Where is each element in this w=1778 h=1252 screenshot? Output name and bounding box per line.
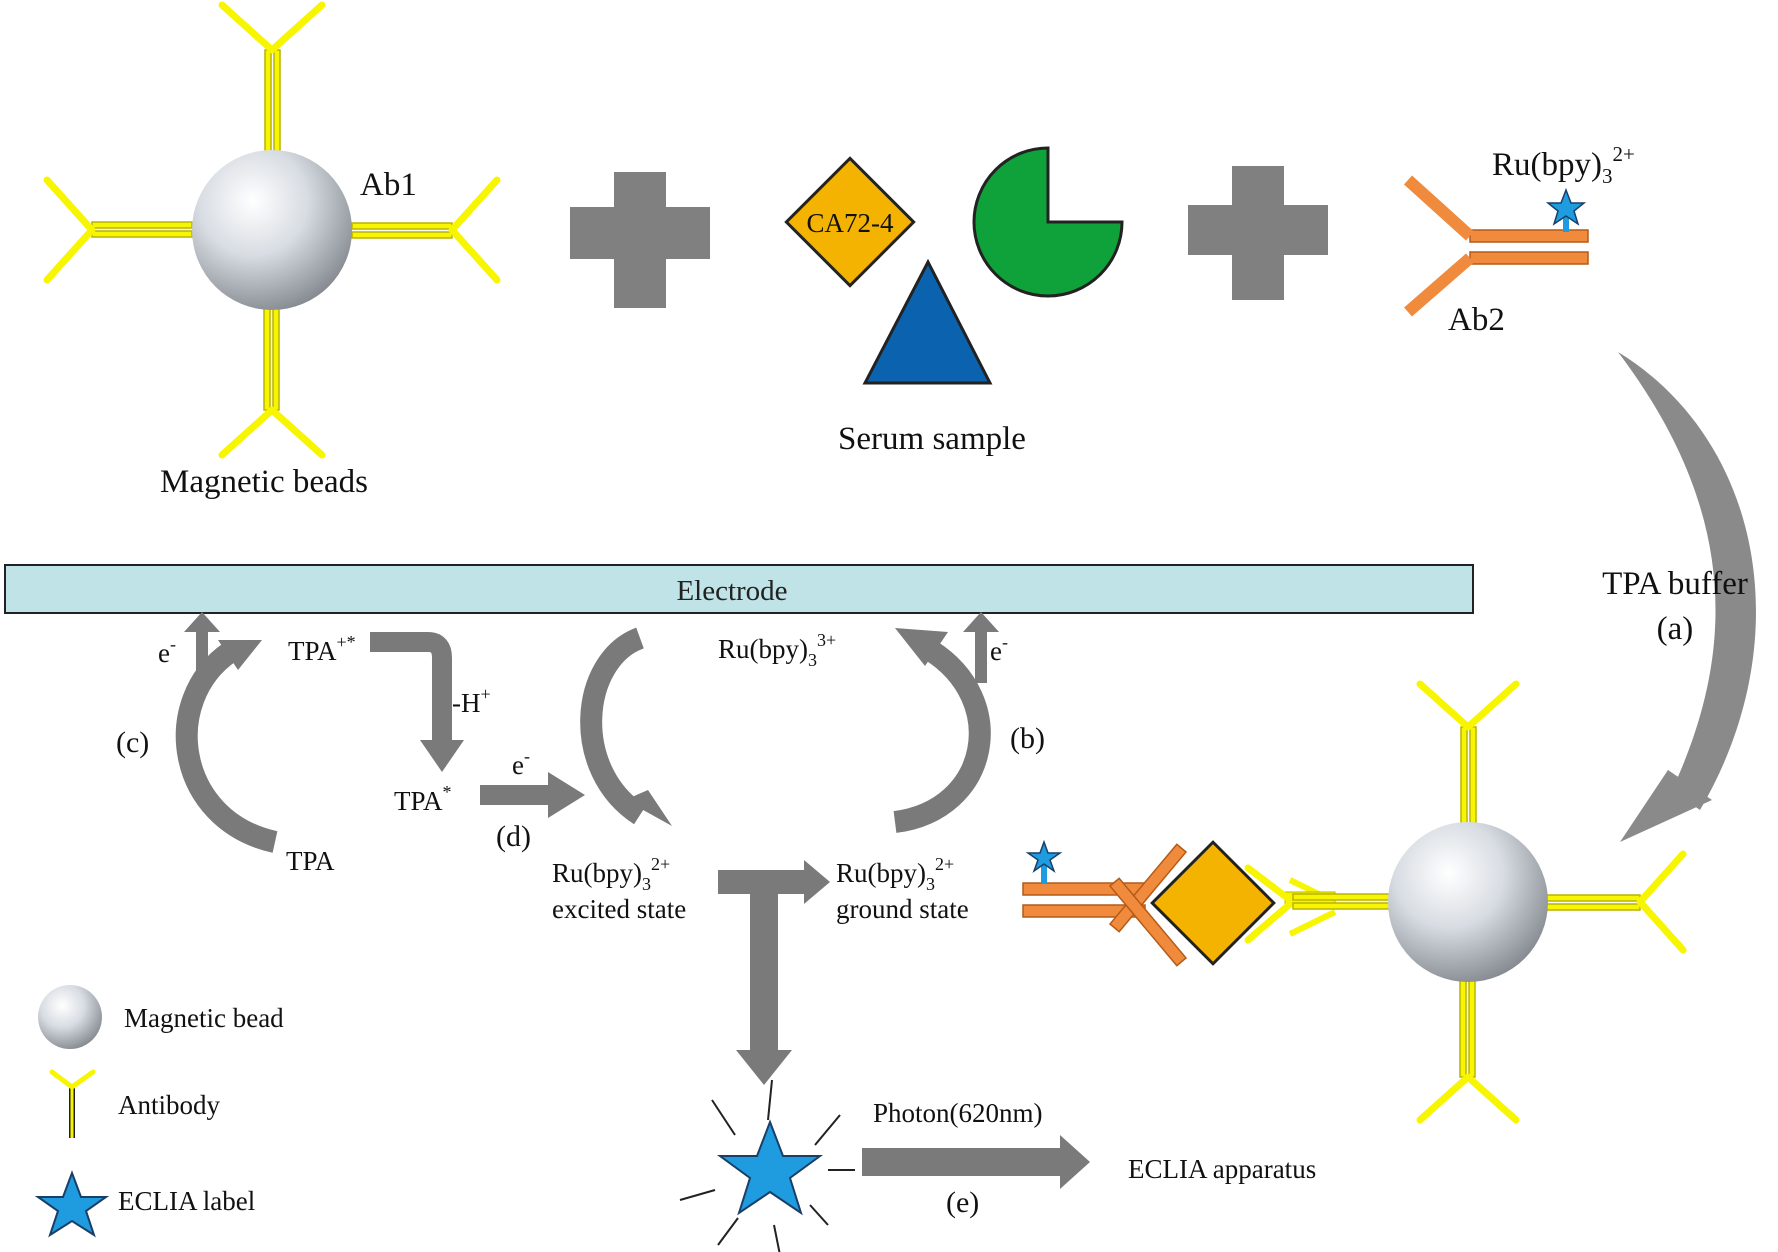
antigen-diamond xyxy=(784,156,916,288)
eclia-star-icon xyxy=(1025,839,1063,873)
electrode-bar xyxy=(4,564,1474,614)
star-icon xyxy=(716,1119,824,1216)
antibody-top xyxy=(218,1,326,161)
electron-left-label: e- xyxy=(158,634,176,668)
antigen-label: CA72-4 xyxy=(807,208,894,238)
cycle-b xyxy=(893,612,999,833)
eclia-apparatus-label: ECLIA apparatus xyxy=(1128,1154,1316,1184)
legend-eclia-label: ECLIA label xyxy=(118,1186,255,1216)
sandwich-complex xyxy=(1022,680,1687,1124)
step-d-label: (d) xyxy=(496,820,531,853)
step-a-label: (a) xyxy=(1657,611,1694,647)
tpa-buffer-label: TPA buffer xyxy=(1602,566,1748,602)
antibody-bottom xyxy=(218,299,326,459)
antibody-right xyxy=(351,176,501,284)
ru-reduction-arrow xyxy=(580,627,672,826)
legend-magnetic-bead-label: Magnetic bead xyxy=(124,1003,284,1033)
ru3-label: Ru(bpy)33+ xyxy=(718,630,836,670)
tpa-label: TPA xyxy=(286,846,335,876)
ru-excited-label: Ru(bpy)32+ xyxy=(552,854,670,894)
photon-arrow xyxy=(862,1135,1090,1189)
tpa-star-label: TPA* xyxy=(394,782,452,816)
magnetic-beads-label: Magnetic beads xyxy=(160,464,368,500)
deprotonation-arrow xyxy=(370,632,464,772)
serum-sample-label: Serum sample xyxy=(838,421,1026,457)
tpa-buffer-arrow xyxy=(1618,352,1756,842)
minus-h-label: -H+ xyxy=(452,684,491,718)
step-d-arrow xyxy=(480,772,585,818)
plus-icon xyxy=(1188,166,1328,300)
electrode-label: Electrode xyxy=(676,575,787,607)
magnetic-bead-icon xyxy=(38,985,102,1049)
magnetic-bead xyxy=(192,150,352,310)
step-e-label: (e) xyxy=(946,1186,979,1219)
emitting-star xyxy=(679,1079,855,1252)
legend-antibody-label: Antibody xyxy=(118,1090,221,1120)
magnetic-bead xyxy=(1388,822,1548,982)
blue-triangle-shape xyxy=(862,258,993,385)
tpa-radical-label: TPA+* xyxy=(288,632,356,666)
electron-right-label: e- xyxy=(990,632,1008,666)
step-b-label: (b) xyxy=(1010,722,1045,755)
cycle-c xyxy=(175,612,278,853)
ru-ground-label: Ru(bpy)32+ xyxy=(836,854,954,894)
plus-icon xyxy=(570,172,710,308)
ru-label: Ru(bpy)32+ xyxy=(1492,142,1635,188)
eclia-star-icon xyxy=(1545,187,1587,226)
green-pie-shape xyxy=(972,146,1124,298)
photon-label: Photon(620nm) xyxy=(873,1098,1043,1128)
ab2-label: Ab2 xyxy=(1448,302,1505,338)
antibody-icon xyxy=(49,1069,96,1138)
step-c-label: (c) xyxy=(116,726,149,759)
legend: Magnetic bead Antibody ECLIA label xyxy=(34,985,284,1238)
electron-mid-label: e- xyxy=(512,746,530,780)
excited-state-label: excited state xyxy=(552,894,686,924)
antibody-left xyxy=(43,176,193,284)
ab2-antibody xyxy=(1403,175,1589,317)
star-icon xyxy=(34,1170,110,1238)
ab1-label: Ab1 xyxy=(360,167,417,203)
magnetic-bead-group xyxy=(43,1,501,459)
ground-state-label: ground state xyxy=(836,894,969,924)
relaxation-arrow xyxy=(718,860,830,1085)
